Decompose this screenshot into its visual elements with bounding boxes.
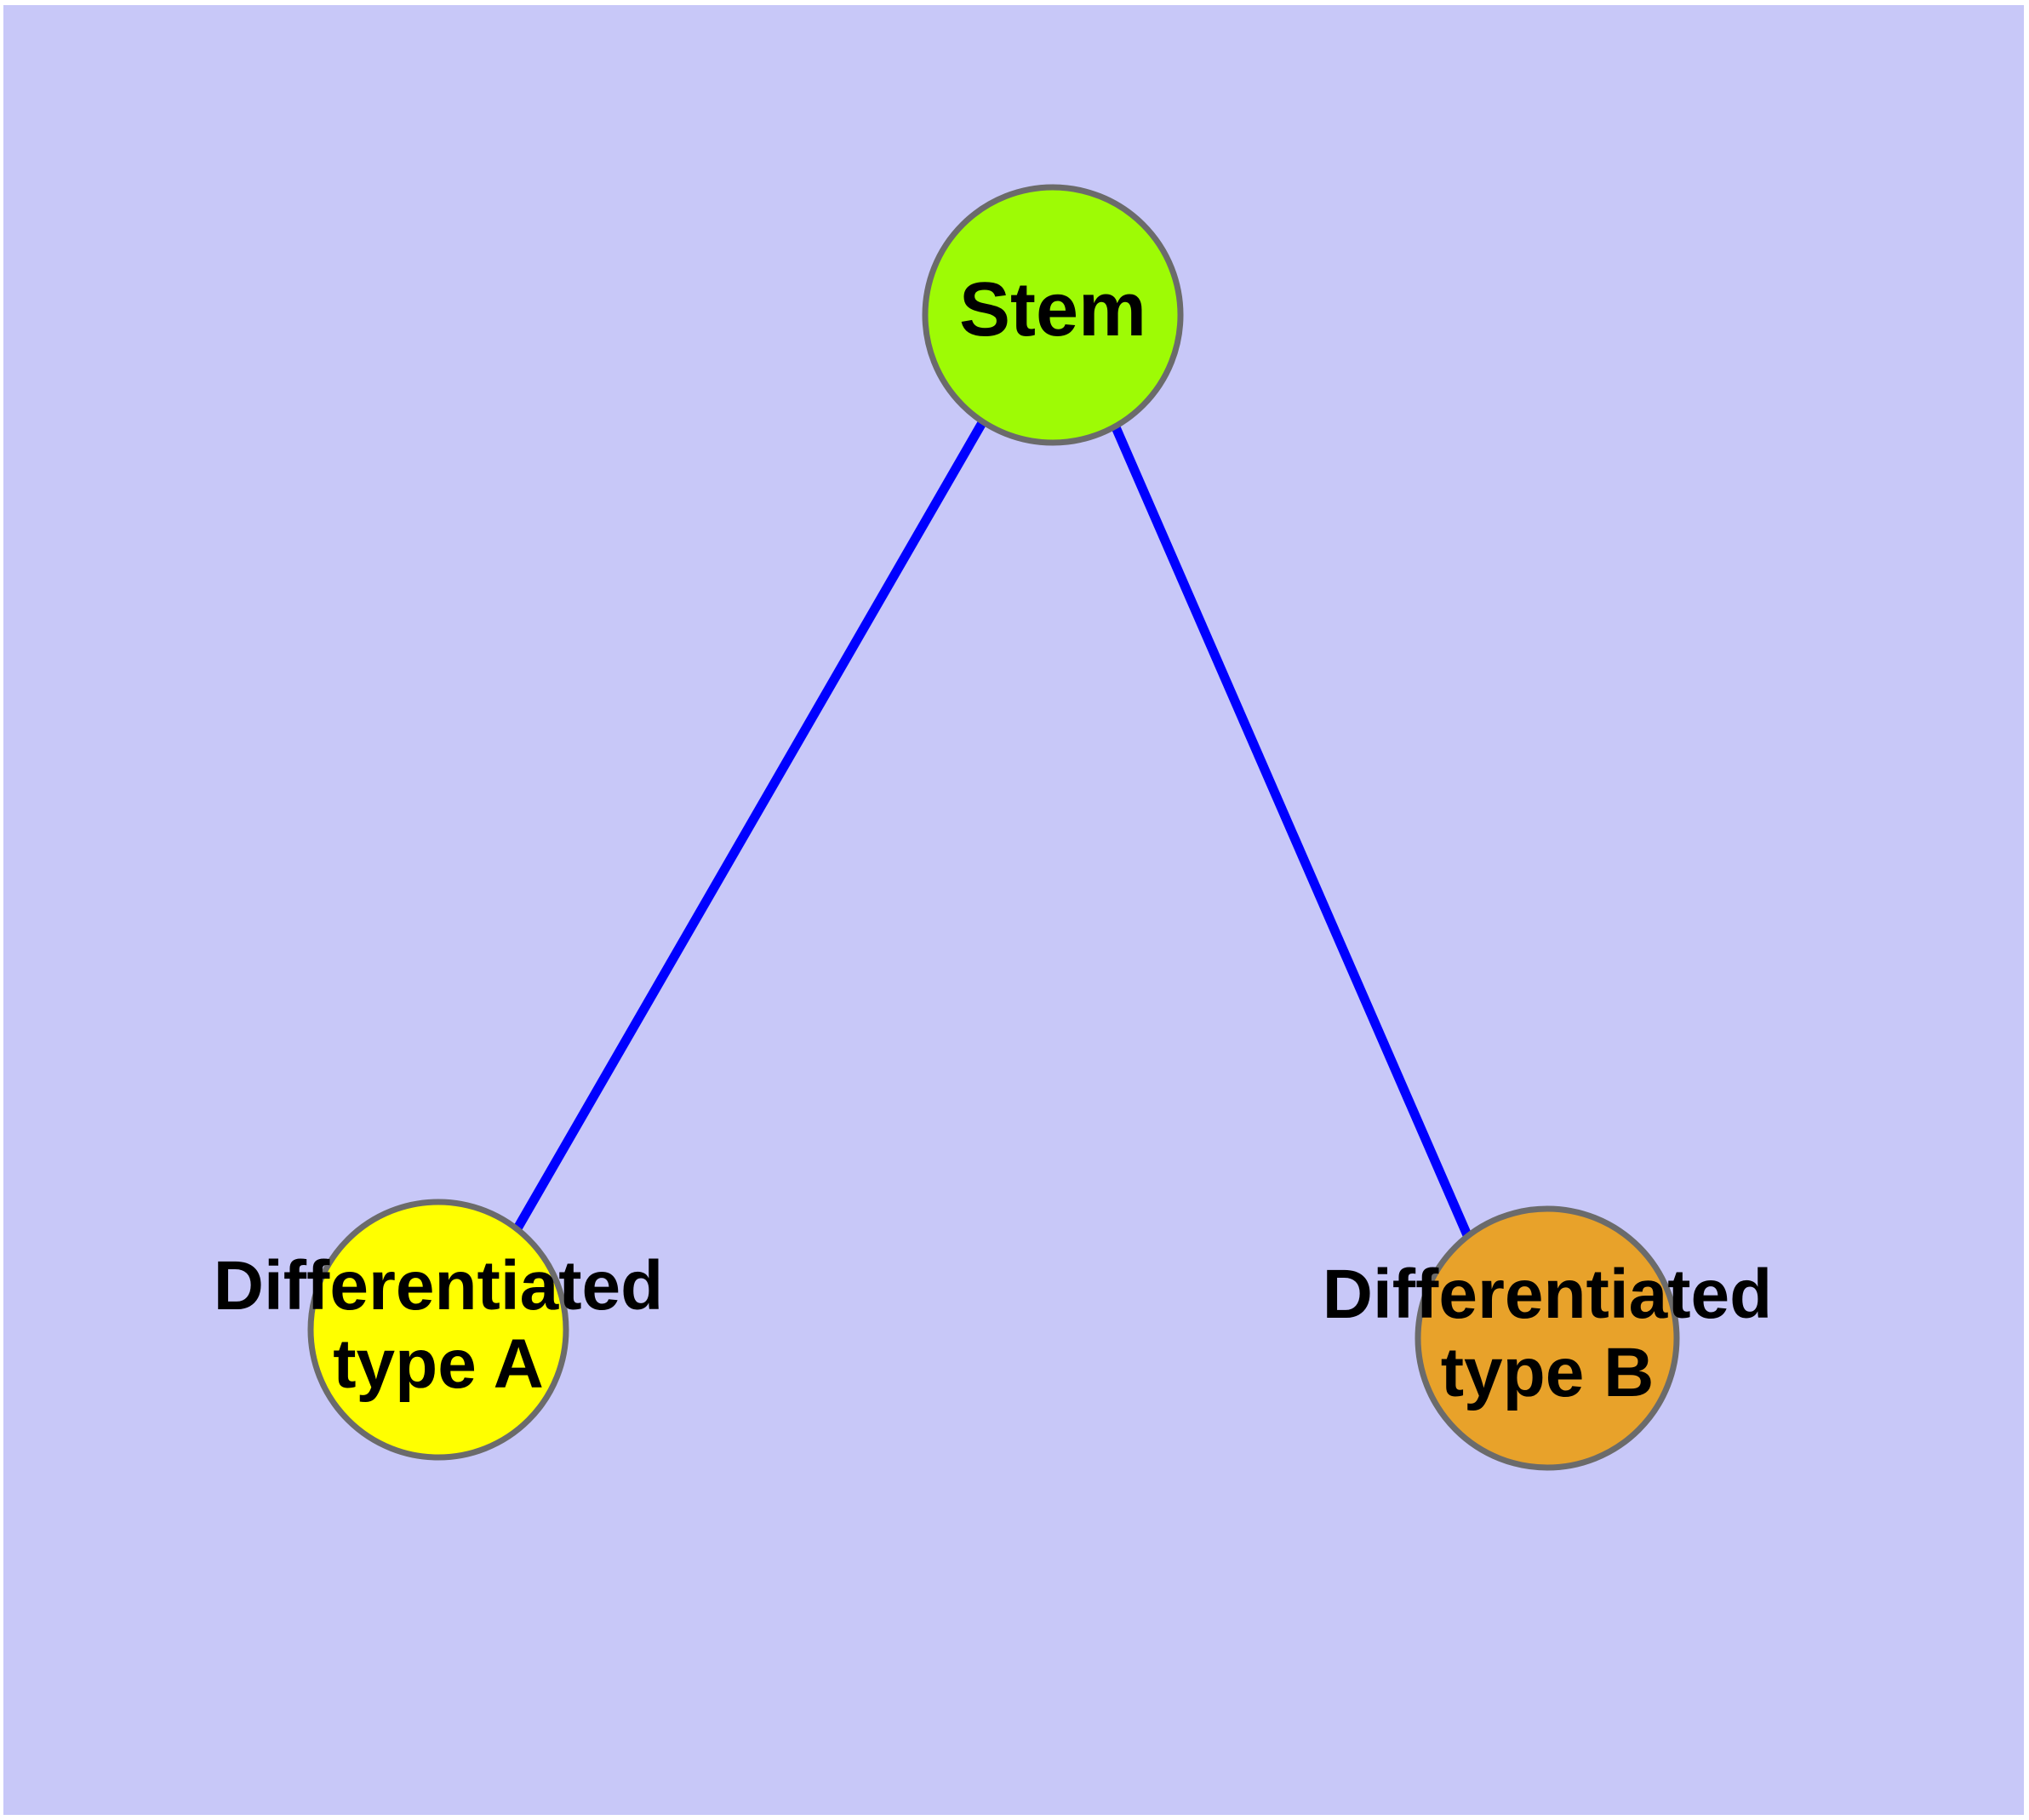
edge-stem-to-differentiated-type-a[interactable]	[513, 419, 987, 1231]
node-differentiated-type-b[interactable]	[1415, 1205, 1680, 1471]
edge-layer	[513, 419, 1472, 1238]
node-layer	[307, 184, 1680, 1471]
node-differentiated-type-a[interactable]	[307, 1199, 569, 1461]
node-stem[interactable]	[922, 184, 1184, 446]
node-label-stem: Stem	[959, 267, 1146, 352]
edge-stem-to-differentiated-type-b[interactable]	[1111, 425, 1472, 1238]
